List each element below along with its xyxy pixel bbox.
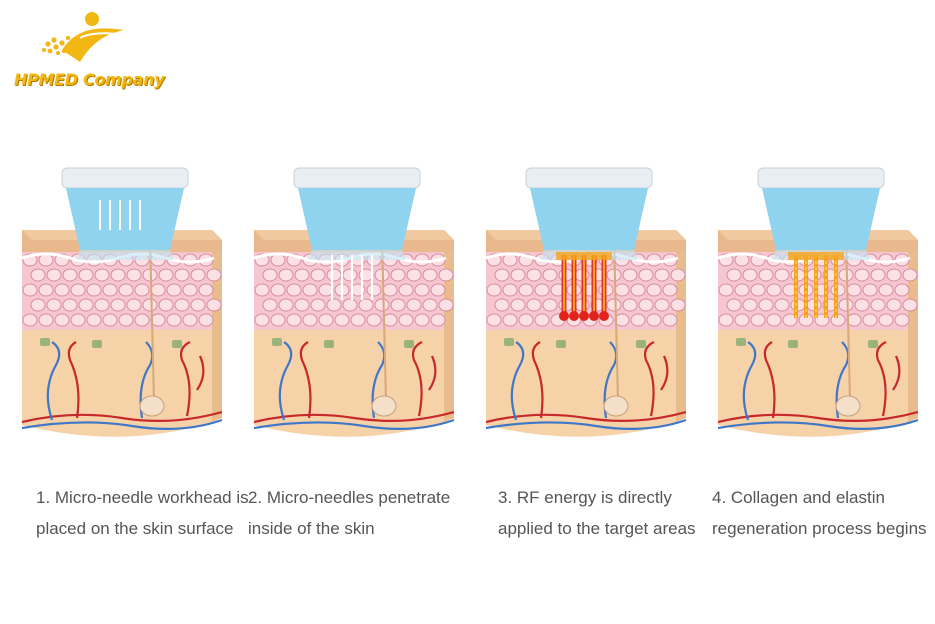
basal-cell bbox=[40, 338, 50, 346]
basal-cell bbox=[272, 338, 282, 346]
basal-cell bbox=[868, 340, 878, 348]
blood-vessels bbox=[22, 341, 222, 430]
basal-cell bbox=[788, 340, 798, 348]
micro-needles bbox=[330, 255, 374, 300]
skin-block-step-2 bbox=[254, 167, 454, 437]
basal-cell bbox=[92, 340, 102, 348]
step-2-caption: 2. Micro-needles penetrate inside of the… bbox=[248, 488, 451, 538]
step-4-illustration bbox=[718, 160, 935, 460]
hair-bulb bbox=[371, 395, 397, 417]
basal-cell bbox=[324, 340, 334, 348]
microneedle-workhead bbox=[757, 167, 885, 260]
hair-bulb bbox=[835, 395, 861, 417]
basal-cell bbox=[172, 340, 182, 348]
company-logo: HPMED Company bbox=[6, 8, 166, 90]
skin-block-step-3 bbox=[486, 167, 686, 437]
basal-cell bbox=[736, 338, 746, 346]
micro-needles bbox=[788, 252, 844, 318]
epidermis-cells bbox=[254, 252, 454, 330]
hair-bulb bbox=[603, 395, 629, 417]
microneedle-workhead bbox=[293, 167, 421, 260]
company-logo-text: HPMED Company bbox=[14, 70, 165, 89]
step-2-illustration bbox=[254, 160, 474, 460]
blood-vessels bbox=[486, 341, 686, 430]
microneedle-workhead bbox=[525, 167, 653, 260]
hair-follicle bbox=[613, 239, 619, 401]
sparkle-figure-logo-icon bbox=[42, 12, 124, 62]
step-4-caption: 4. Collagen and elastin regeneration pro… bbox=[712, 488, 927, 538]
skin-block-step-4 bbox=[718, 167, 918, 437]
epidermis-cells bbox=[22, 252, 222, 330]
basal-cell bbox=[556, 340, 566, 348]
step-1-illustration bbox=[22, 160, 242, 460]
hair-bulb bbox=[139, 395, 165, 417]
step-1-caption: 1. Micro-needle workhead is placed on th… bbox=[36, 488, 249, 538]
epidermis-cells bbox=[486, 252, 686, 330]
step-3-illustration bbox=[486, 160, 706, 460]
microneedle-workhead bbox=[61, 167, 189, 260]
blood-vessels bbox=[718, 341, 918, 430]
step-3-caption: 3. RF energy is directly applied to the … bbox=[498, 488, 696, 538]
micro-needles bbox=[99, 200, 141, 230]
blood-vessels bbox=[254, 341, 454, 430]
skin-block-step-1 bbox=[22, 167, 222, 437]
hair-follicle bbox=[149, 239, 155, 401]
basal-cell bbox=[504, 338, 514, 346]
hair-follicle bbox=[845, 239, 851, 401]
micro-needles bbox=[556, 252, 612, 321]
basal-cell bbox=[404, 340, 414, 348]
hair-follicle bbox=[381, 239, 387, 401]
basal-cell bbox=[636, 340, 646, 348]
